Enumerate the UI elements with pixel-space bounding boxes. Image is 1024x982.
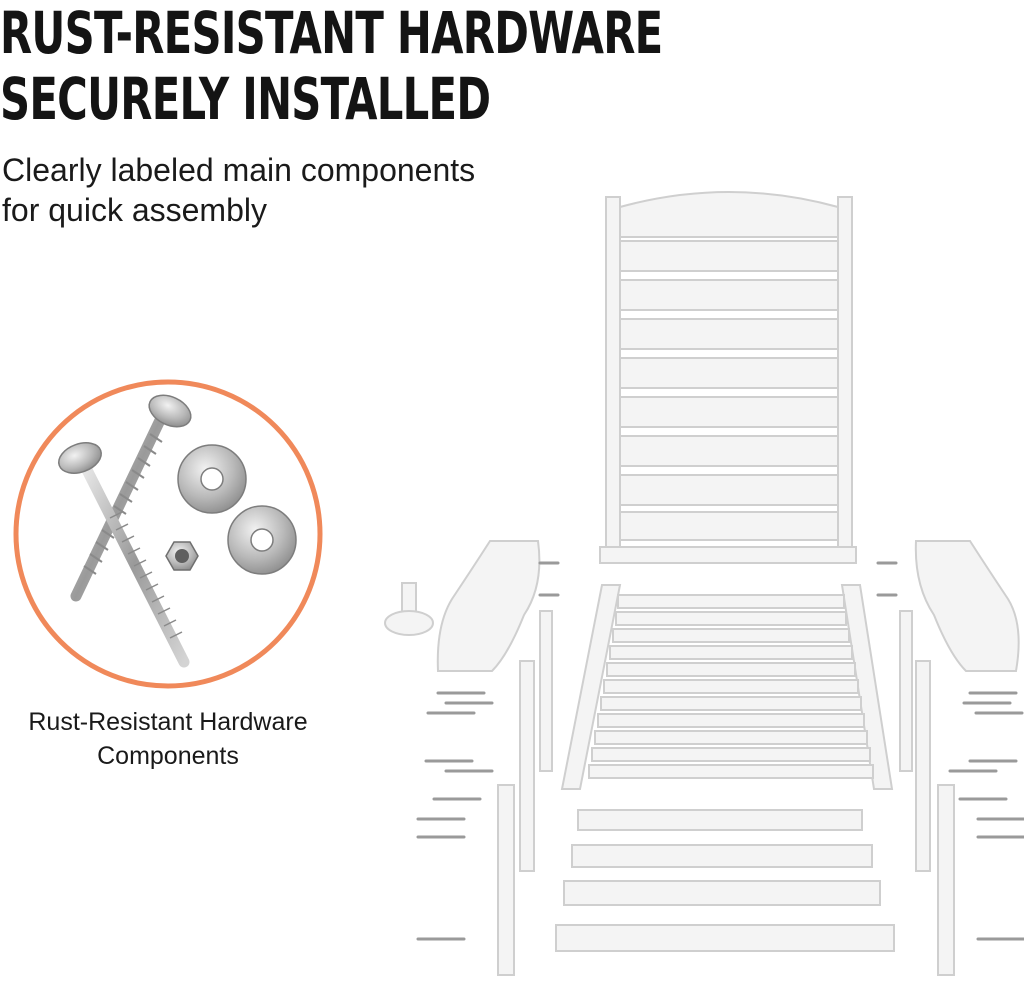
subheading-line-1: Clearly labeled main components (2, 152, 476, 188)
headline-line-2: SECURELY INSTALLED (0, 65, 491, 133)
arm-support (899, 610, 913, 772)
wood-screw-icon (70, 394, 192, 602)
side-leg (519, 660, 535, 872)
headline: RUST-RESISTANT HARDWARE SECURELY INSTALL… (0, 0, 663, 133)
front-slat (577, 809, 863, 831)
rear-leg (937, 784, 955, 976)
right-armrest (914, 540, 1020, 672)
hardware-caption: Rust-Resistant Hardware Components (0, 705, 336, 773)
headline-line-1: RUST-RESISTANT HARDWARE (0, 0, 663, 67)
backrest-panel (599, 191, 857, 564)
screw-set (416, 561, 1024, 941)
arm-support (539, 610, 553, 772)
hardware-caption-line-2: Components (97, 742, 239, 770)
front-slat (555, 924, 895, 952)
subheading: Clearly labeled main components for quic… (2, 150, 475, 230)
rear-leg (497, 784, 515, 976)
washer-icon (177, 444, 247, 514)
washer-icon (227, 505, 297, 575)
seat-panel (560, 584, 894, 790)
hex-nut-icon (165, 541, 199, 571)
peg-part (384, 582, 434, 636)
hardware-closeup-image (13, 379, 323, 689)
hardware-caption-line-1: Rust-Resistant Hardware (28, 708, 308, 736)
side-leg (915, 660, 931, 872)
left-armrest (436, 540, 541, 672)
machine-bolt-icon (58, 442, 190, 668)
front-slat (563, 880, 881, 906)
chair-parts-diagram (384, 191, 1024, 976)
subheading-line-2: for quick assembly (2, 192, 267, 228)
front-slat (571, 844, 873, 868)
